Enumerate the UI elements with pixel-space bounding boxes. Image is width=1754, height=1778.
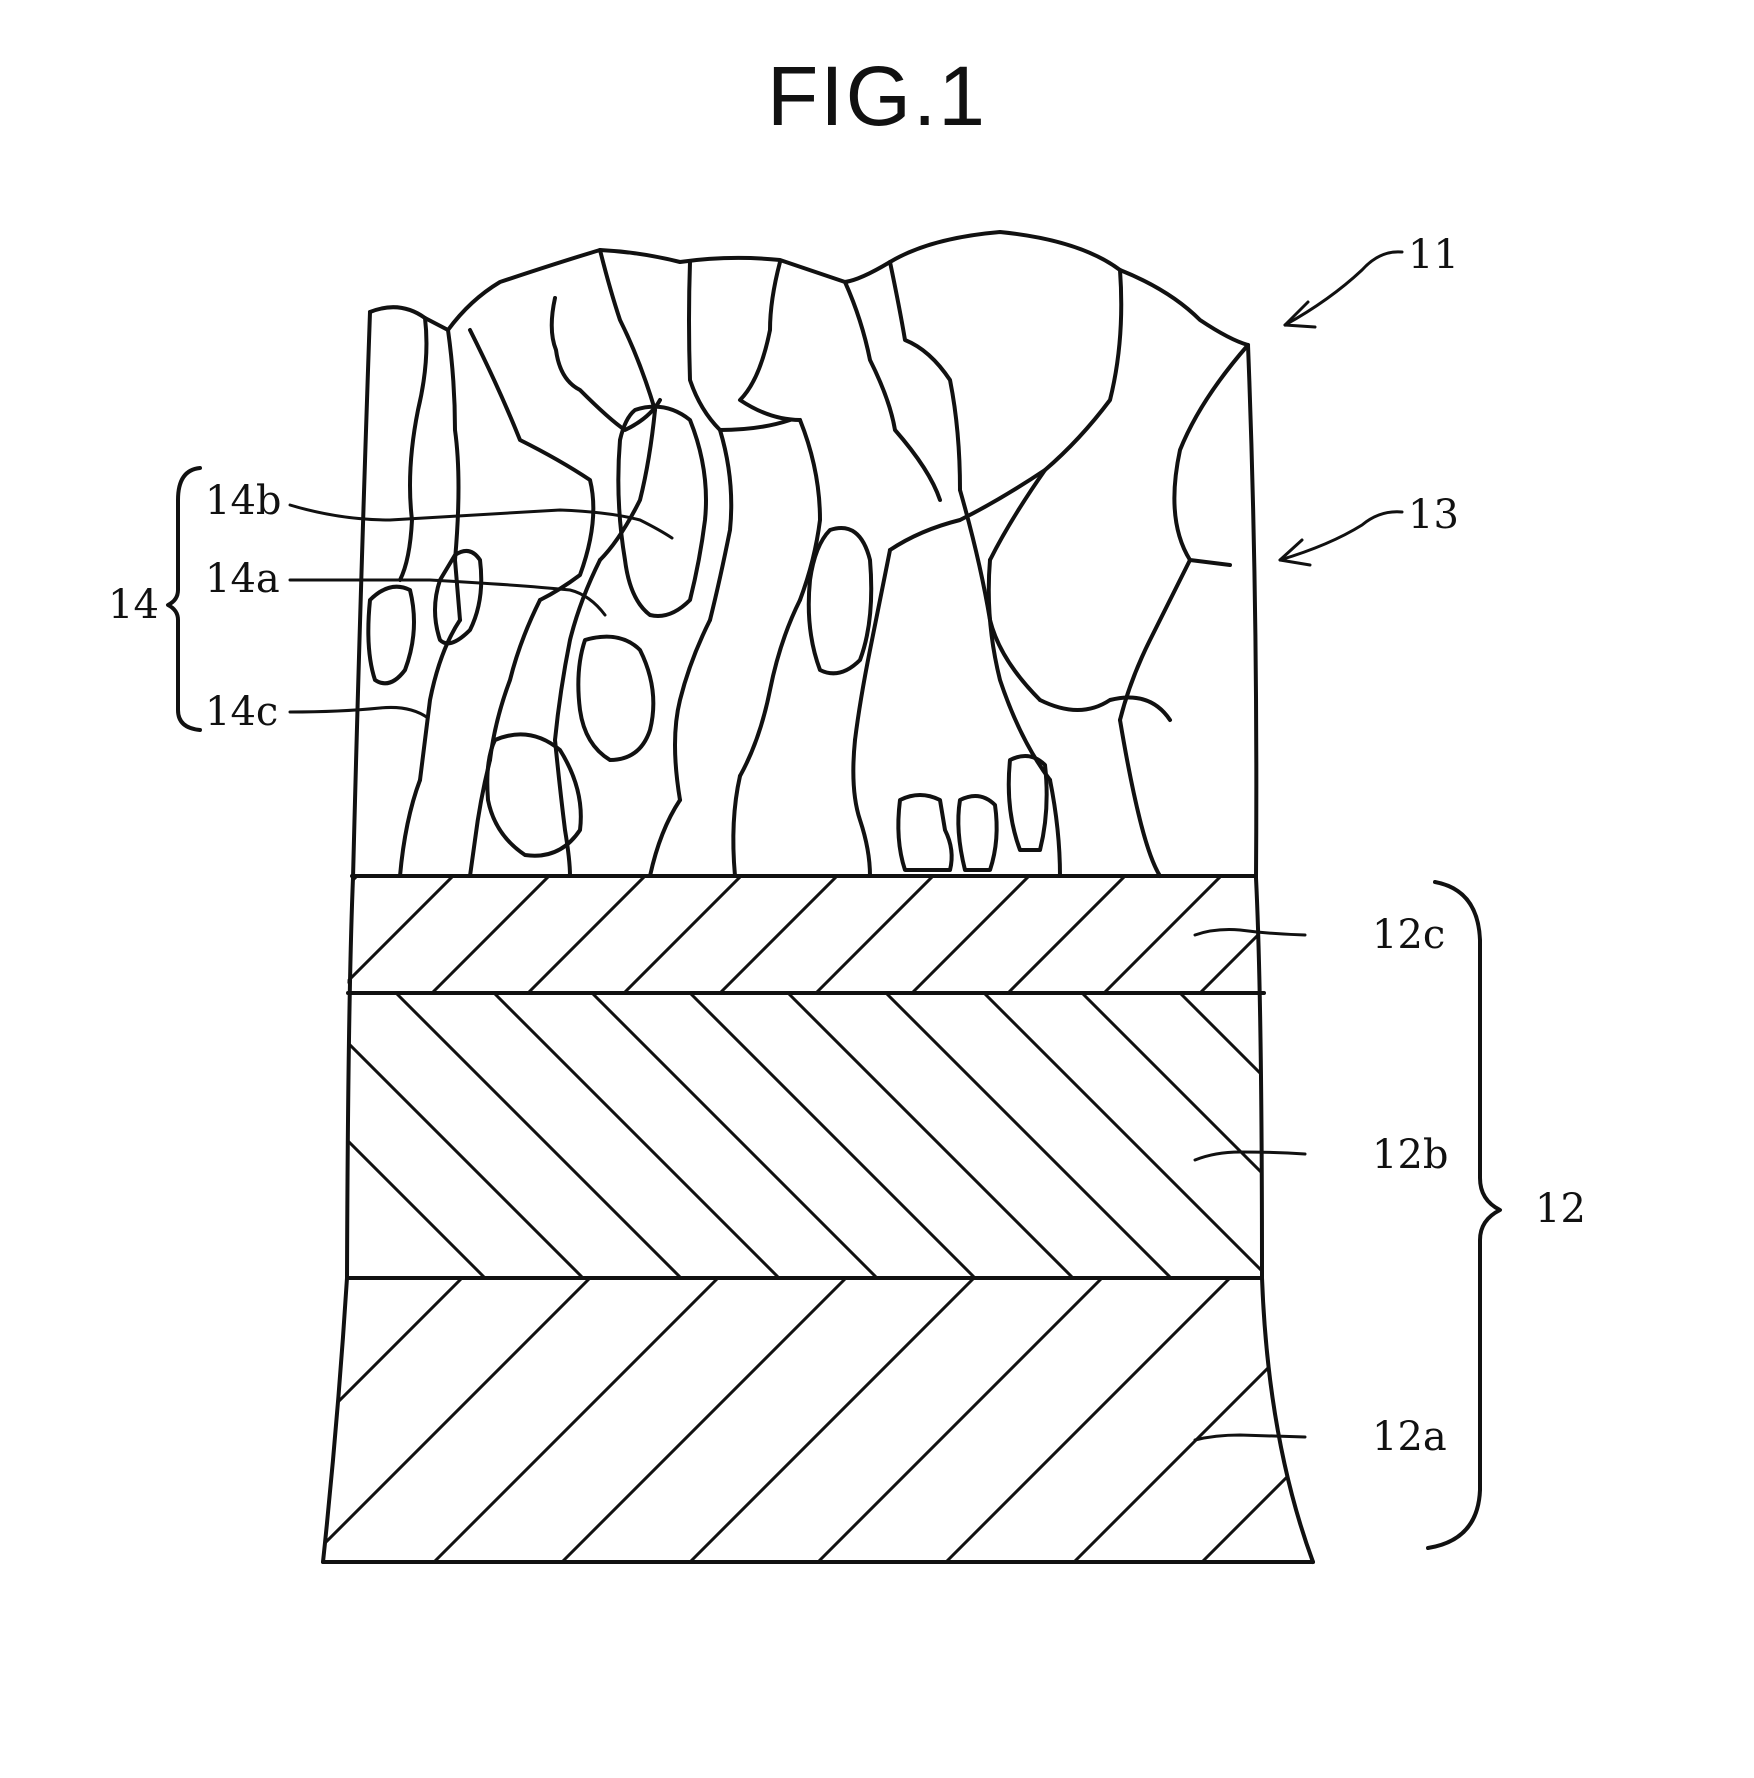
hatch-line <box>306 1278 590 1562</box>
hatch-line <box>818 1278 1102 1562</box>
leader-12c <box>1195 930 1305 935</box>
hatch-12a <box>50 1278 1742 1562</box>
grain-closed <box>368 587 414 684</box>
hatch-12b <box>200 993 1754 1278</box>
label-14a: 14a <box>205 556 280 602</box>
grain-boundary <box>1120 720 1160 876</box>
hatch-line <box>912 876 1029 993</box>
leader-14a <box>290 580 605 615</box>
left-edge <box>323 312 370 1562</box>
label-14: 14 <box>108 582 159 628</box>
grain-boundary <box>740 262 800 420</box>
bracket-14 <box>168 468 200 730</box>
grain-closed <box>578 637 653 760</box>
grain-boundary <box>845 282 940 500</box>
grain-boundary <box>448 330 460 620</box>
leader-12b <box>1195 1152 1305 1160</box>
layer-12b <box>200 993 1754 1278</box>
leader-14b <box>290 505 672 538</box>
hatch-line <box>50 1278 334 1562</box>
grain-boundary <box>470 330 593 600</box>
grain-boundary <box>400 780 420 876</box>
label-14c: 14c <box>205 689 278 735</box>
grain-closed <box>898 795 951 870</box>
grain-closed <box>958 796 996 870</box>
hatch-line <box>1474 993 1754 1278</box>
hatch-line <box>528 876 645 993</box>
label-12b: 12b <box>1372 1132 1449 1178</box>
hatch-line <box>1458 1278 1742 1562</box>
grain-boundary <box>853 740 870 876</box>
leader-12a <box>1195 1435 1305 1440</box>
hatch-line <box>178 1278 462 1562</box>
grain-closed <box>809 528 872 673</box>
grain-boundary <box>650 800 680 876</box>
grain-boundary <box>1174 345 1248 565</box>
hatch-line <box>946 1278 1230 1562</box>
hatch-line <box>562 1278 846 1562</box>
hatch-line <box>432 876 549 993</box>
grain-boundary <box>1040 698 1170 721</box>
label-12: 12 <box>1535 1186 1586 1232</box>
grain-boundary <box>710 430 731 620</box>
hatch-line <box>690 1278 974 1562</box>
top-outline <box>370 232 1248 345</box>
layer-12a <box>50 1278 1742 1562</box>
hatch-line <box>1074 1278 1358 1562</box>
grain-boundary <box>890 262 960 490</box>
grain-closed <box>618 407 706 616</box>
grain-layer-13 <box>368 232 1248 876</box>
label-11: 11 <box>1408 232 1459 278</box>
grain-boundary <box>675 620 710 800</box>
grain-boundary <box>989 560 1050 780</box>
hatch-line <box>720 876 837 993</box>
grain-boundary <box>960 490 1040 700</box>
grain-boundary <box>552 298 660 430</box>
leader-13 <box>1280 512 1402 560</box>
grain-boundary <box>990 270 1121 560</box>
grain-boundary <box>400 318 426 580</box>
label-12a: 12a <box>1372 1414 1447 1460</box>
grain-boundary <box>733 776 740 876</box>
label-12c: 12c <box>1372 912 1445 958</box>
reference-labels: 11 13 14 14b 14a 14c 12 12c 12b 12a <box>108 232 1586 1460</box>
grain-boundary <box>600 250 655 410</box>
hatch-line <box>434 1278 718 1562</box>
label-13: 13 <box>1408 492 1459 538</box>
hatch-line <box>240 876 357 993</box>
grain-boundary <box>600 410 655 560</box>
hatch-line <box>1104 876 1221 993</box>
label-14b: 14b <box>205 478 282 524</box>
hatch-line <box>1008 876 1125 993</box>
hatch-line <box>624 876 741 993</box>
grain-boundary <box>1050 780 1060 876</box>
grain-boundary <box>740 600 800 776</box>
hatch-line <box>816 876 933 993</box>
leader-11 <box>1285 252 1402 325</box>
hatch-line <box>1488 876 1605 993</box>
